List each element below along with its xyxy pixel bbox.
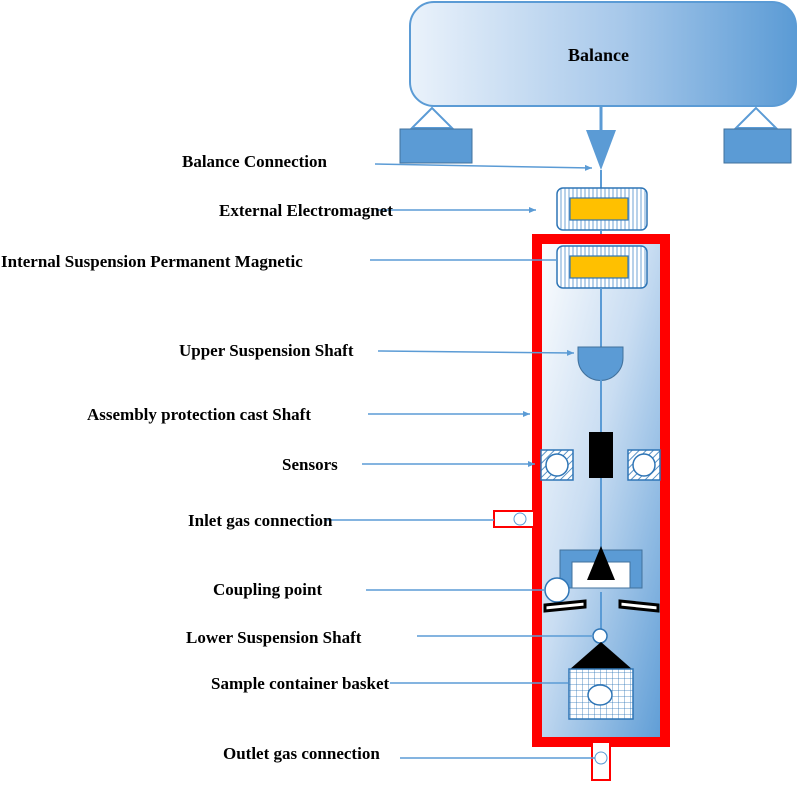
- sensor-left: [540, 449, 574, 481]
- leader-balance-connection: [374, 163, 593, 171]
- sensor-core: [589, 432, 613, 478]
- upper-suspension-shaft: [577, 346, 624, 381]
- balance-connection-cone: [586, 130, 616, 170]
- coupling-triangle: [587, 546, 615, 580]
- coupling-point: [544, 577, 570, 603]
- label-internal-magnet: Internal Suspension Permanent Magnetic: [1, 252, 303, 271]
- label-sensors: Sensors: [282, 455, 338, 474]
- external-electromagnet: [556, 187, 648, 231]
- label-sample-basket: Sample container basket: [211, 674, 390, 693]
- label-upper-shaft: Upper Suspension Shaft: [179, 341, 354, 360]
- lower-suspension-shaft: [592, 628, 608, 644]
- label-inlet-gas: Inlet gas connection: [188, 511, 333, 530]
- balance-body: [409, 1, 797, 107]
- inlet-gas-connection: [493, 510, 535, 528]
- label-outlet-gas: Outlet gas connection: [223, 744, 380, 763]
- leader-upper-shaft: [377, 349, 575, 356]
- lower-clamp: [543, 599, 660, 613]
- label-coupling-point: Coupling point: [213, 580, 323, 599]
- label-external-electromagnet: External Electromagnet: [219, 201, 393, 220]
- balance-right-leg: [723, 106, 792, 164]
- sample: [587, 684, 613, 706]
- sensor-right: [627, 449, 661, 481]
- label-lower-shaft: Lower Suspension Shaft: [186, 628, 362, 647]
- balance-left-leg: [399, 106, 473, 164]
- basket-top: [569, 642, 633, 670]
- label-protection-cast: Assembly protection cast Shaft: [87, 405, 311, 424]
- outlet-gas-connection: [591, 741, 611, 781]
- internal-permanent-magnet: [556, 245, 648, 289]
- label-balance-connection: Balance Connection: [182, 152, 327, 171]
- balance-label: Balance: [568, 45, 629, 65]
